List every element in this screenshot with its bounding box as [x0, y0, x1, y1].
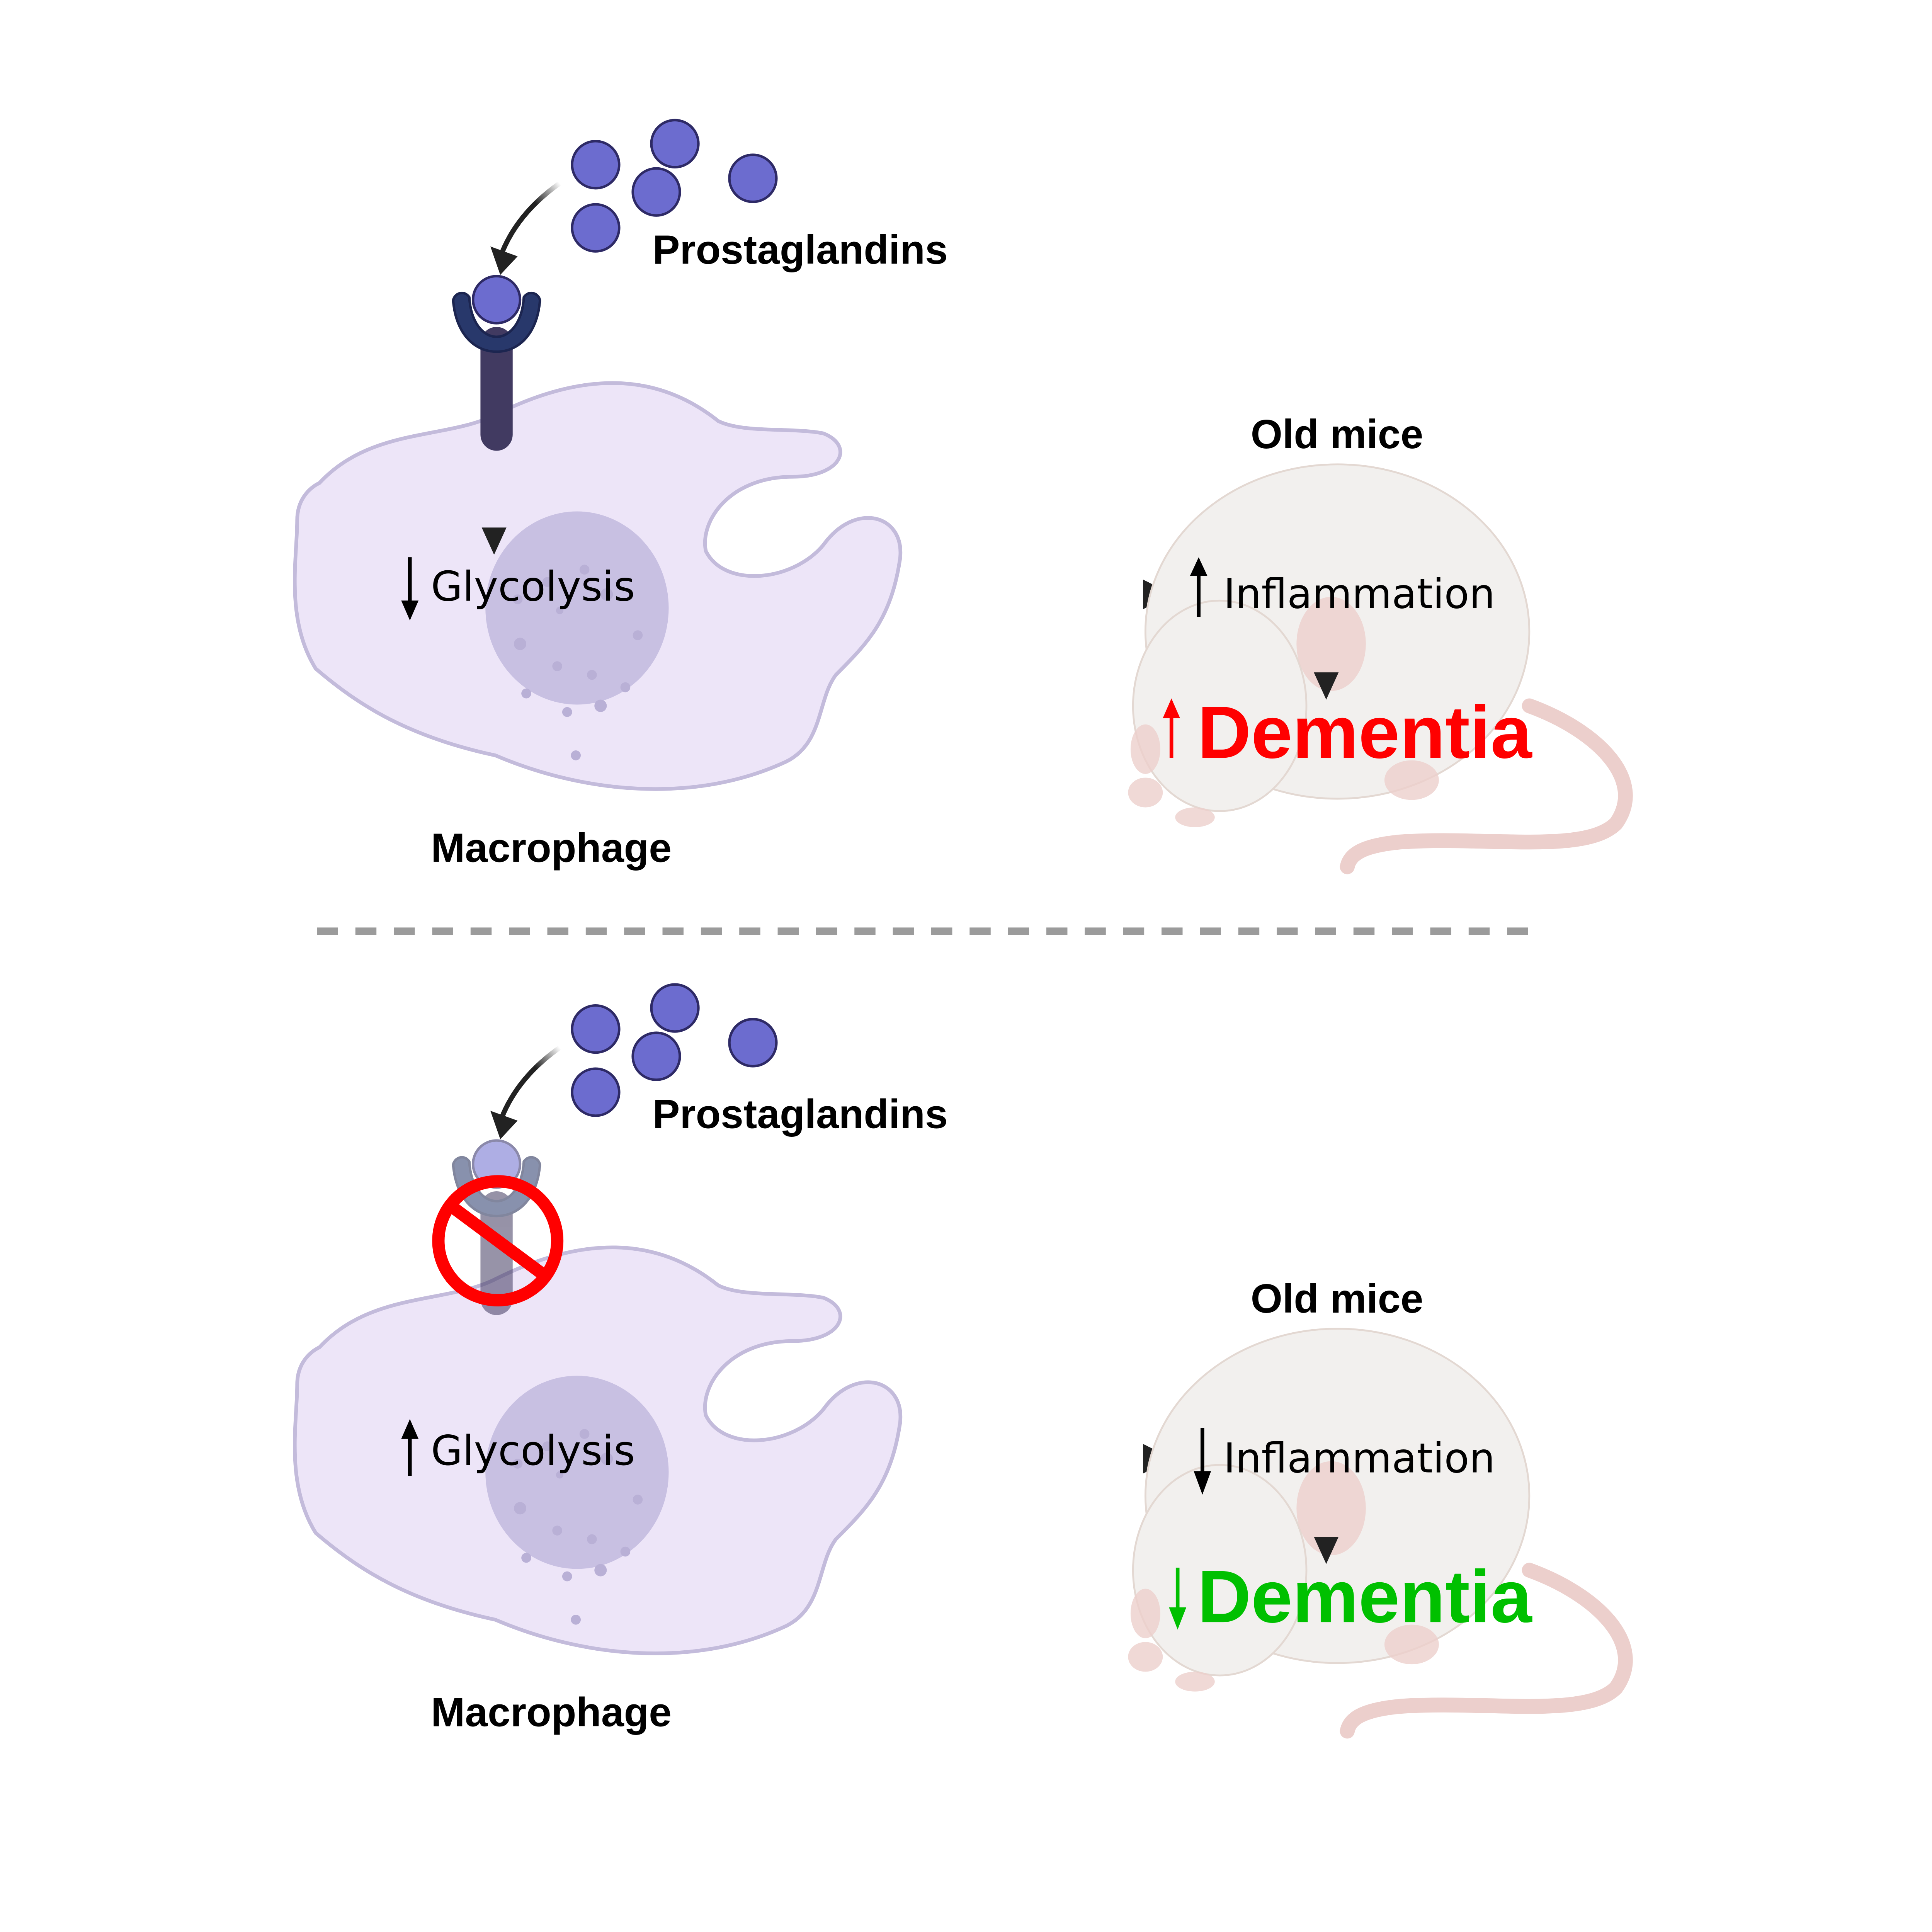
- prostaglandin-molecule: [571, 1004, 621, 1054]
- nucleus: [485, 511, 669, 760]
- inflammation-indicator: Inflammation: [1194, 1428, 1495, 1495]
- panel-bottom: Prostaglandins: [293, 983, 1633, 1739]
- arrow-down-icon: [401, 557, 419, 621]
- receptor-active: [452, 275, 541, 451]
- binding-arrow: [499, 1045, 561, 1119]
- ligand-label: Prostaglandins: [653, 1091, 948, 1137]
- receptor-stem: [480, 327, 513, 451]
- inflammation-label: Inflammation: [1223, 1434, 1495, 1482]
- prohibition-icon: [432, 1175, 564, 1306]
- receptor-cup: [452, 1156, 541, 1218]
- binding-arrowhead: [490, 246, 518, 275]
- glycolysis-label: Glycolysis: [431, 1427, 635, 1475]
- inflammation-to-dementia-arrowhead: [1314, 1537, 1339, 1564]
- prostaglandin-molecule: [728, 1018, 778, 1068]
- mice-label: Old mice: [1251, 412, 1423, 457]
- prostaglandin-molecule: [650, 983, 700, 1033]
- cell-label: Macrophage: [431, 1689, 672, 1735]
- glycolysis-indicator: Glycolysis: [401, 1419, 635, 1476]
- arrow-up-icon: [1190, 557, 1208, 617]
- prostaglandin-molecule: [631, 167, 681, 217]
- dementia-label: Dementia: [1197, 690, 1533, 774]
- nucleus: [485, 1376, 669, 1625]
- arrow-down-icon: [1169, 1568, 1187, 1630]
- receptor-blocked: [452, 1139, 541, 1315]
- prostaglandin-molecules: [571, 983, 778, 1117]
- prostaglandin-molecule: [571, 203, 621, 253]
- arrow-up-icon: [401, 1419, 419, 1476]
- cell-label: Macrophage: [431, 825, 672, 871]
- dementia-indicator: Dementia: [1163, 690, 1533, 774]
- dementia-label: Dementia: [1197, 1555, 1533, 1638]
- mouse-illustration: [1128, 463, 1633, 874]
- prostaglandin-molecule: [728, 153, 778, 203]
- arrow-up-icon: [1163, 698, 1180, 758]
- prostaglandin-molecule: [571, 1067, 621, 1117]
- inflammation-to-dementia-arrowhead: [1314, 672, 1339, 700]
- glycolysis-indicator: Glycolysis: [401, 557, 635, 621]
- mice-label: Old mice: [1251, 1276, 1423, 1321]
- glycolysis-label: Glycolysis: [431, 563, 635, 610]
- arrow-down-icon: [1194, 1428, 1211, 1495]
- bound-prostaglandin: [471, 275, 522, 325]
- prostaglandin-molecule: [650, 119, 700, 168]
- signal-arrowhead: [481, 527, 507, 555]
- binding-arrow: [499, 181, 561, 255]
- receptor-cup: [452, 291, 541, 353]
- prostaglandin-molecule: [631, 1031, 681, 1081]
- prostaglandin-molecules: [571, 119, 778, 253]
- binding-arrowhead: [490, 1111, 518, 1139]
- receptor-stem: [480, 1191, 513, 1315]
- inflammation-indicator: Inflammation: [1190, 557, 1495, 618]
- panel-top: Prostaglandins: [293, 119, 1633, 874]
- ligand-label: Prostaglandins: [653, 227, 948, 273]
- inflammation-label: Inflammation: [1223, 570, 1495, 618]
- dementia-indicator: Dementia: [1169, 1555, 1533, 1638]
- prostaglandin-molecule: [571, 140, 621, 190]
- mouse-illustration: [1128, 1328, 1633, 1739]
